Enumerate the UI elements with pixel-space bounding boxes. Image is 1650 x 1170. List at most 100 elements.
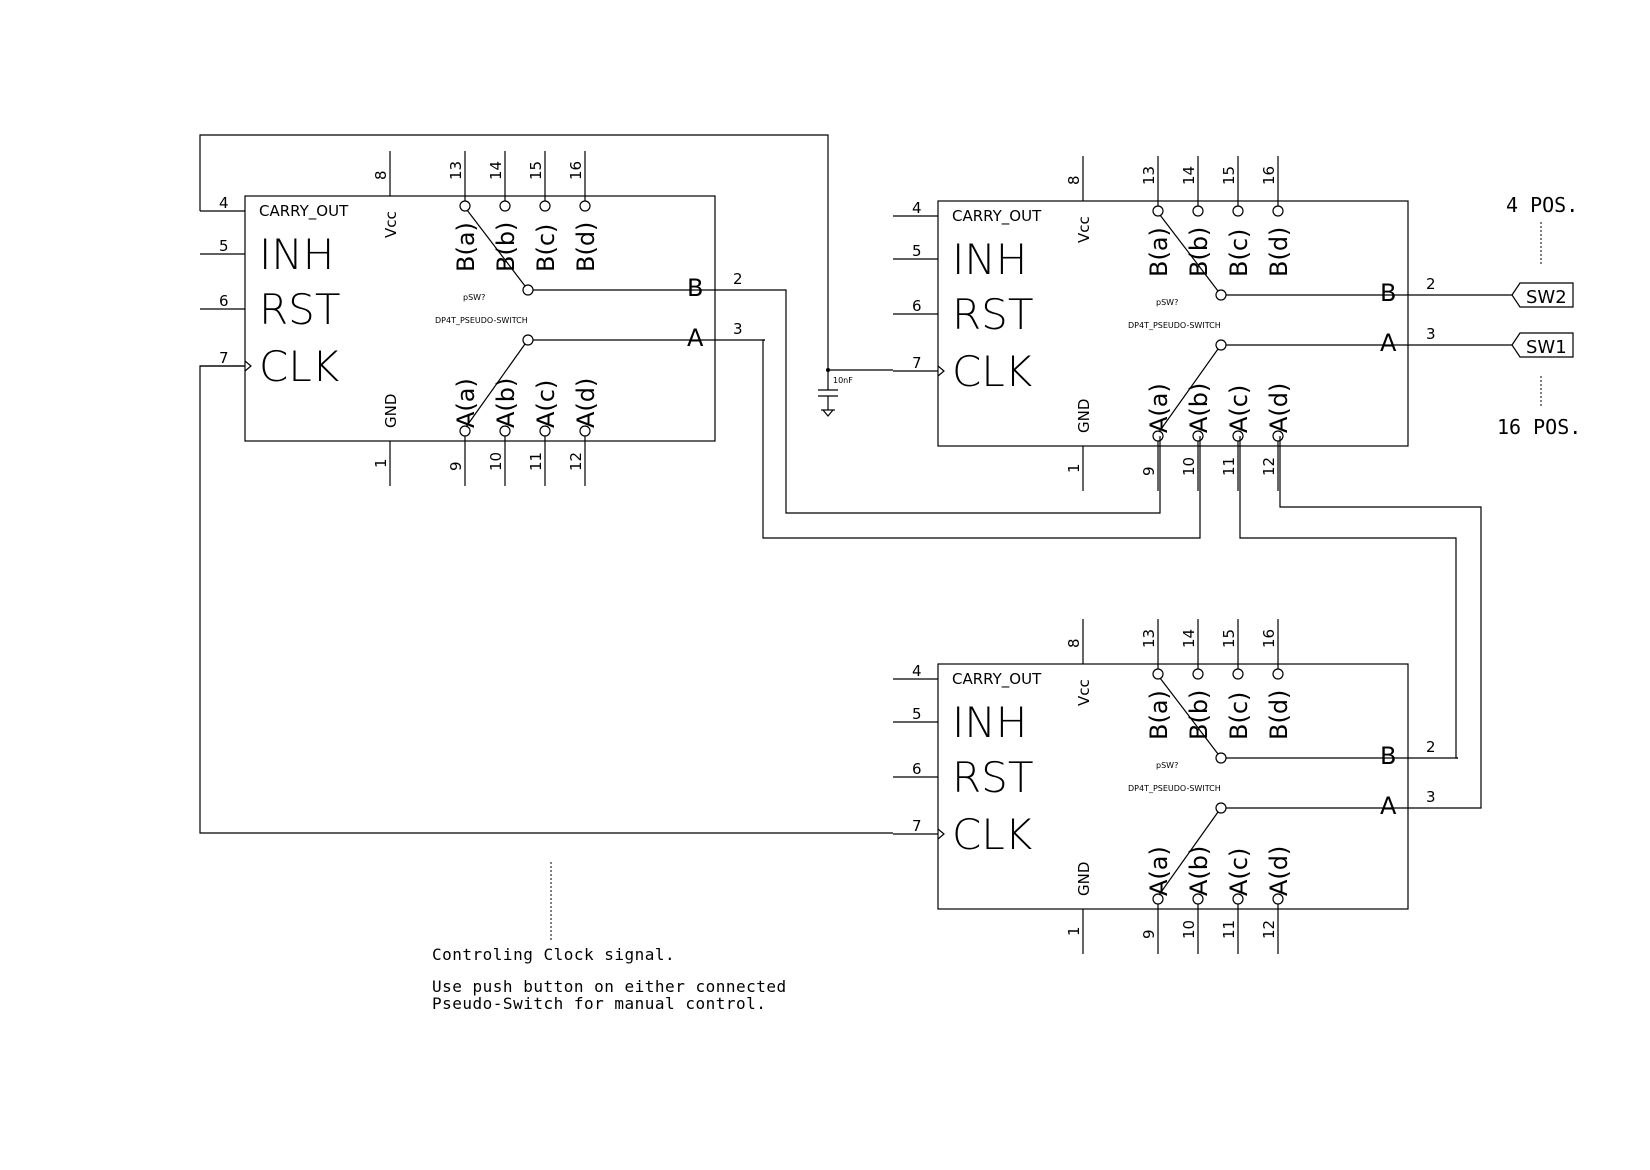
pin-num-11: 11 bbox=[1220, 457, 1238, 476]
pin-num-12: 12 bbox=[1260, 920, 1278, 939]
pin-num-16: 16 bbox=[1260, 629, 1278, 648]
gnd-label: GND bbox=[382, 394, 400, 428]
inh-label: INH bbox=[952, 235, 1027, 284]
pin-num-16: 16 bbox=[1260, 166, 1278, 185]
net-a1-wire bbox=[762, 339, 1201, 539]
pin-label-b-d: B(d) bbox=[1265, 227, 1293, 277]
out-b-label: B bbox=[1380, 279, 1396, 307]
pin-num-15: 15 bbox=[1220, 166, 1238, 185]
pin-num-7: 7 bbox=[912, 817, 922, 835]
pin-label-b-c: B(c) bbox=[1225, 229, 1253, 277]
net-label-sw2: SW2 bbox=[1511, 282, 1574, 308]
carry-out-label: CARRY_OUT bbox=[952, 670, 1042, 689]
pos16-note: 16 POS. bbox=[1497, 415, 1581, 439]
pin-num-15: 15 bbox=[527, 161, 545, 180]
pin-num-9: 9 bbox=[1140, 466, 1158, 476]
carry-out-wire bbox=[199, 134, 893, 371]
vcc-label: Vcc bbox=[382, 211, 400, 238]
rst-label: RST bbox=[259, 285, 341, 334]
pin-label-a-d: A(d) bbox=[1265, 846, 1293, 896]
vcc-label: Vcc bbox=[1075, 679, 1093, 706]
rst-label: RST bbox=[952, 753, 1034, 802]
net-b3-wire bbox=[1239, 436, 1458, 759]
rst-label: RST bbox=[952, 290, 1034, 339]
pin-label-b-b: B(b) bbox=[492, 222, 520, 272]
out-b-label: B bbox=[687, 274, 703, 302]
switch-2: CARRY_OUT INH RST CLK 4 5 6 7 Vcc GND 8 … bbox=[892, 155, 1459, 492]
pin-num-2: 2 bbox=[733, 270, 743, 288]
out-b-label: B bbox=[1380, 742, 1396, 770]
pin-label-b-d: B(d) bbox=[1265, 690, 1293, 740]
pin-label-b-d: B(d) bbox=[572, 222, 600, 272]
pin-num-1: 1 bbox=[372, 458, 390, 468]
pin-num-2: 2 bbox=[1426, 275, 1436, 293]
pin-num-9: 9 bbox=[1140, 929, 1158, 939]
ref-label: pSW? bbox=[1156, 298, 1178, 307]
switch-3: CARRY_OUT INH RST CLK 4 5 6 7 Vcc GND 8 … bbox=[892, 618, 1459, 955]
pin-num-3: 3 bbox=[733, 320, 743, 338]
pin-num-11: 11 bbox=[527, 452, 545, 471]
pin-num-7: 7 bbox=[219, 349, 229, 367]
pin-num-14: 14 bbox=[487, 161, 505, 180]
switch-1: CARRY_OUT INH RST CLK 4 5 6 7 Vcc GND 8 … bbox=[199, 150, 766, 487]
pin-num-12: 12 bbox=[1260, 457, 1278, 476]
clock-wire bbox=[199, 365, 893, 834]
pin-num-10: 10 bbox=[1180, 457, 1198, 476]
pin-label-a-c: A(c) bbox=[1225, 385, 1253, 433]
pin-label-a-a: A(a) bbox=[1145, 846, 1173, 896]
pin-num-10: 10 bbox=[487, 452, 505, 471]
clk-label: CLK bbox=[952, 810, 1033, 859]
clock-note-line2: Pseudo-Switch for manual control. bbox=[432, 994, 766, 1013]
wires bbox=[199, 134, 1512, 834]
net-b1-wire bbox=[765, 289, 1161, 514]
clk-label: CLK bbox=[952, 347, 1033, 396]
out-a-label: A bbox=[687, 324, 704, 352]
net-a3-wire bbox=[1279, 436, 1482, 809]
pin-label-a-c: A(c) bbox=[1225, 848, 1253, 896]
pin-num-14: 14 bbox=[1180, 166, 1198, 185]
gnd-label: GND bbox=[1075, 399, 1093, 433]
value-label: DP4T_PSEUDO-SWITCH bbox=[435, 316, 528, 325]
svg-text:SW2: SW2 bbox=[1526, 287, 1567, 308]
pos4-note: 4 POS. bbox=[1506, 193, 1578, 217]
net-label-sw1: SW1 bbox=[1511, 332, 1574, 358]
pin-num-1: 1 bbox=[1065, 463, 1083, 473]
pin-label-b-a: B(a) bbox=[452, 222, 480, 272]
pin-num-13: 13 bbox=[1140, 629, 1158, 648]
clock-note-line1: Use push button on either connected bbox=[432, 977, 787, 996]
pin-num-10: 10 bbox=[1180, 920, 1198, 939]
pin-num-5: 5 bbox=[912, 242, 922, 260]
pin-num-15: 15 bbox=[1220, 629, 1238, 648]
pin-num-14: 14 bbox=[1180, 629, 1198, 648]
inh-label: INH bbox=[259, 230, 334, 279]
pin-num-13: 13 bbox=[447, 161, 465, 180]
pin-num-7: 7 bbox=[912, 354, 922, 372]
pin-label-a-d: A(d) bbox=[1265, 383, 1293, 433]
pin-label-b-c: B(c) bbox=[532, 224, 560, 272]
pin-label-a-b: A(b) bbox=[492, 378, 520, 428]
pin-num-11: 11 bbox=[1220, 920, 1238, 939]
pin-num-12: 12 bbox=[567, 452, 585, 471]
pin-num-4: 4 bbox=[912, 199, 922, 217]
clk-label: CLK bbox=[259, 342, 340, 391]
pin-num-3: 3 bbox=[1426, 788, 1436, 806]
clock-note-title: Controling Clock signal. bbox=[432, 945, 675, 964]
pin-num-8: 8 bbox=[372, 170, 390, 180]
out-a-label: A bbox=[1380, 329, 1397, 357]
out-a-label: A bbox=[1380, 792, 1397, 820]
ref-label: pSW? bbox=[463, 293, 485, 302]
value-label: DP4T_PSEUDO-SWITCH bbox=[1128, 321, 1221, 330]
pin-label-b-c: B(c) bbox=[1225, 692, 1253, 740]
pin-num-16: 16 bbox=[567, 161, 585, 180]
pin-label-b-b: B(b) bbox=[1185, 690, 1213, 740]
pin-num-3: 3 bbox=[1426, 325, 1436, 343]
svg-text:SW1: SW1 bbox=[1526, 337, 1567, 358]
pin-num-6: 6 bbox=[912, 760, 922, 778]
pin-num-6: 6 bbox=[912, 297, 922, 315]
value-label: DP4T_PSEUDO-SWITCH bbox=[1128, 784, 1221, 793]
pin-label-a-b: A(b) bbox=[1185, 846, 1213, 896]
pin-label-a-c: A(c) bbox=[532, 380, 560, 428]
ref-label: pSW? bbox=[1156, 761, 1178, 770]
pin-num-2: 2 bbox=[1426, 738, 1436, 756]
pin-num-8: 8 bbox=[1065, 175, 1083, 185]
